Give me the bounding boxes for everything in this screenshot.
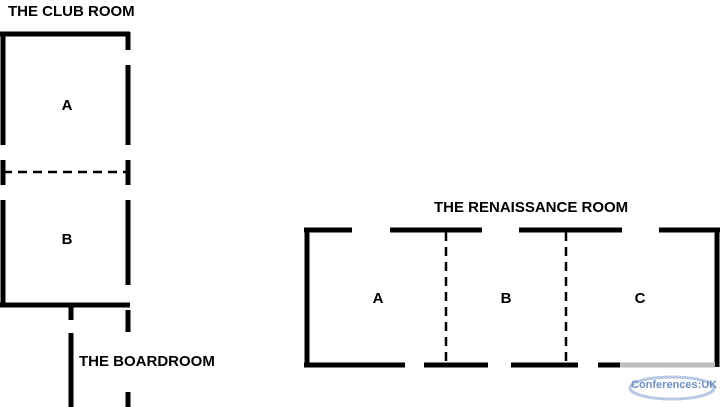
boardroom-title: THE BOARDROOM bbox=[79, 353, 215, 370]
renaissance-area-b: B bbox=[501, 290, 512, 307]
club-room-area-b: B bbox=[62, 231, 73, 248]
club-room-walls bbox=[0, 31, 131, 308]
club-room-area-a: A bbox=[62, 97, 73, 114]
renaissance-area-c: C bbox=[635, 290, 646, 307]
renaissance-area-a: A bbox=[373, 290, 384, 307]
conferences-uk-logo: Conferences:UK bbox=[628, 375, 717, 401]
club-room-title: THE CLUB ROOM bbox=[8, 3, 135, 20]
boardroom-walls bbox=[68, 307, 131, 407]
renaissance-room-title: THE RENAISSANCE ROOM bbox=[434, 199, 628, 216]
logo-text: Conferences:UK bbox=[631, 379, 717, 391]
renaissance-room-walls bbox=[304, 227, 720, 368]
